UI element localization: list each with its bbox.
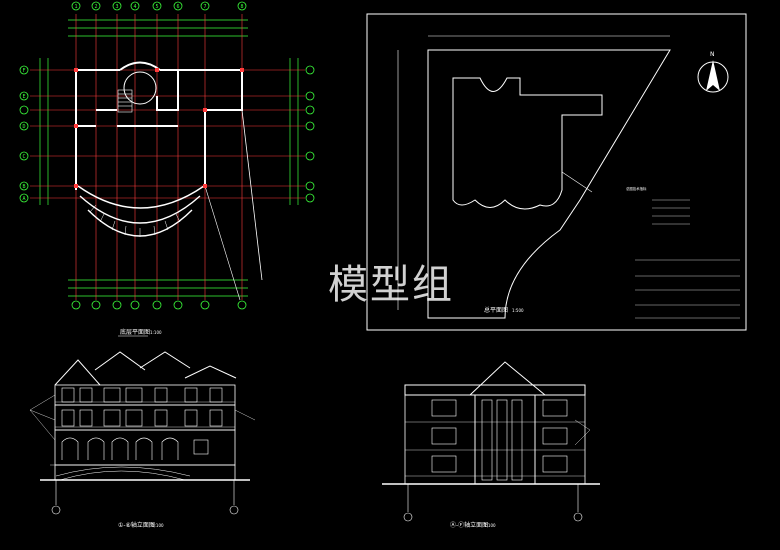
side-walls: [404, 394, 586, 485]
plan-title: 底层平面图: [120, 328, 150, 336]
plan-site-diagonal-2: [204, 185, 241, 301]
floor-plan: 1 2 3 4 5 6 7 8 F E D C B A: [19, 1, 315, 337]
axis-label-D: D: [22, 124, 25, 130]
side-elevation-scale: 1:100: [484, 523, 496, 528]
front-windows: [61, 387, 223, 460]
site-legend-rows: [635, 199, 740, 319]
axis-label-1: 1: [74, 4, 77, 10]
plan-rotunda-inner: [123, 71, 157, 105]
site-plan: N 总图技术指标 总平面图 1:500: [366, 13, 747, 331]
axis-label-8: 8: [240, 4, 243, 10]
axis-label-7: 7: [203, 4, 206, 10]
front-steps: [55, 466, 191, 481]
north-arrow-icon: N: [697, 51, 729, 93]
site-building-footprint: [452, 77, 603, 210]
side-roof: [404, 361, 586, 396]
plan-rotunda: [119, 61, 161, 71]
side-elevation: Ⓐ-Ⓕ轴立面图 1:100: [382, 361, 600, 529]
front-elevation-title: ①-⑧轴立面图: [118, 521, 155, 529]
front-walls: [54, 384, 236, 481]
site-scale: 1:500: [512, 308, 524, 313]
axis-label-E: E: [22, 94, 25, 100]
site-legend: 总图技术指标: [626, 186, 647, 191]
side-elevation-title: Ⓐ-Ⓕ轴立面图: [450, 521, 488, 529]
axis-label-2: 2: [94, 4, 97, 10]
axis-label-C: C: [22, 154, 25, 160]
plan-axis-bubbles-bottom: [71, 300, 247, 310]
watermark-text: 模型组: [328, 262, 454, 308]
front-elevation-scale: 1:100: [152, 523, 164, 528]
plan-stair: [117, 89, 133, 113]
axis-label-3: 3: [115, 4, 118, 10]
plan-axis-grid: [30, 14, 305, 300]
front-elevation: ①-⑧轴立面图 1:100: [29, 351, 256, 529]
axis-label-A: A: [22, 196, 25, 202]
site-title: 总平面图: [484, 306, 508, 314]
side-leaders: [574, 419, 591, 446]
front-leaders: [29, 394, 256, 441]
plan-dimension-lines: [39, 19, 299, 297]
plan-walls: [75, 69, 243, 190]
north-label: N: [710, 51, 715, 58]
front-balustrade: [50, 401, 235, 466]
plan-terrace-steps: [89, 204, 181, 237]
site-dimension-lines: [397, 35, 670, 310]
side-windows: [431, 399, 568, 481]
side-floor-lines: [405, 421, 585, 477]
plan-axis-bubbles-top: [71, 1, 247, 11]
axis-label-4: 4: [133, 4, 136, 10]
site-legend-title: 总图技术指标: [626, 186, 647, 191]
axis-label-F: F: [22, 68, 25, 74]
axis-label-6: 6: [176, 4, 179, 10]
site-boundary: [427, 49, 671, 319]
plan-axis-bubbles-side: [19, 65, 315, 203]
side-axis-markers: [403, 484, 583, 522]
plan-scale: 1:100: [150, 330, 162, 335]
front-roofs: [54, 351, 237, 386]
plan-front-terrace: [77, 185, 205, 237]
plan-site-diagonal: [241, 109, 263, 281]
site-plan-frame: [366, 13, 747, 331]
front-axis-markers: [51, 480, 239, 515]
axis-label-5: 5: [155, 4, 158, 10]
axis-label-B: B: [22, 184, 25, 190]
plan-columns: [74, 68, 244, 188]
